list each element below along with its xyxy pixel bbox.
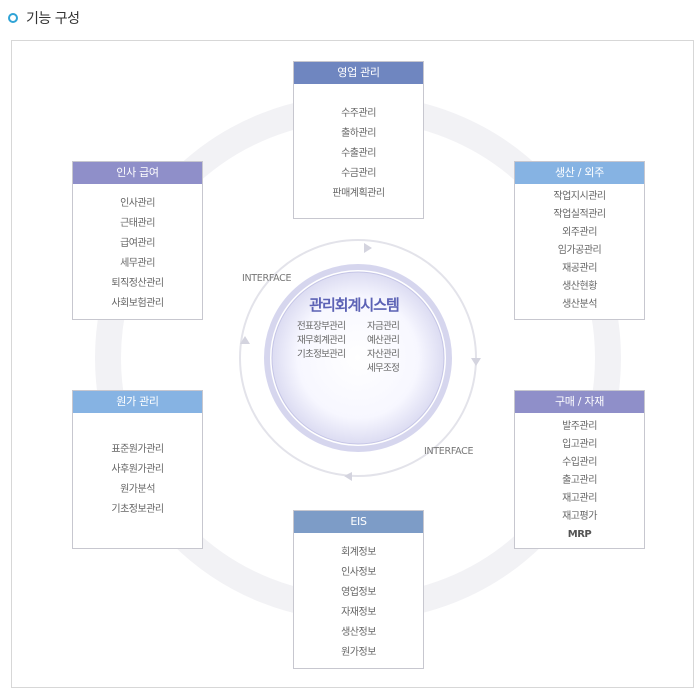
list-item: MRP: [567, 529, 592, 540]
list-item: 표준원가관리: [111, 444, 164, 455]
list-item: 원가분석: [120, 484, 155, 495]
list-item: 재공관리: [562, 263, 597, 274]
module-sales: 영업 관리 수주관리 출하관리 수출관리 수금관리 판매계획관리: [293, 61, 424, 219]
list-item: 근태관리: [120, 218, 155, 229]
center-item-spacer: [297, 362, 361, 376]
list-item: 사후원가관리: [111, 464, 164, 475]
center-item: 세무조정: [367, 363, 400, 374]
list-item: 발주관리: [562, 421, 597, 432]
list-item: 재고평가: [562, 511, 597, 522]
interface-label-top: INTERFACE: [242, 273, 292, 284]
list-item: 원가정보: [341, 647, 376, 658]
module-production: 생산 / 외주 작업지시관리 작업실적관리 외주관리 임가공관리 재공관리 생산…: [514, 161, 645, 320]
list-item: 판매계획관리: [332, 188, 385, 199]
list-item: 외주관리: [562, 227, 597, 238]
list-item: 생산정보: [341, 627, 376, 638]
module-title: 영업 관리: [294, 62, 423, 84]
center-item: 예산관리: [367, 335, 400, 346]
list-item: 퇴직정산관리: [111, 278, 164, 289]
list-item: 영업정보: [341, 587, 376, 598]
module-title: EIS: [294, 511, 423, 533]
center-system: 관리회계시스템 전표장부관리 자금관리 재무회계관리 예산관리 기초정보관리 자…: [292, 294, 416, 376]
center-item: 자금관리: [367, 321, 400, 332]
center-item: 기초정보관리: [297, 349, 346, 360]
module-eis: EIS 회계정보 인사정보 영업정보 자재정보 생산정보 원가정보: [293, 510, 424, 669]
list-item: 작업실적관리: [553, 209, 606, 220]
module-title: 인사 급여: [73, 162, 202, 184]
module-title: 구매 / 자재: [515, 391, 644, 413]
center-item: 재무회계관리: [297, 335, 346, 346]
module-hr: 인사 급여 인사관리 근태관리 급여관리 세무관리 퇴직정산관리 사회보험관리: [72, 161, 203, 320]
list-item: 재고관리: [562, 493, 597, 504]
list-item: 사회보험관리: [111, 298, 164, 309]
list-item: 수입관리: [562, 457, 597, 468]
list-item: 출고관리: [562, 475, 597, 486]
list-item: 인사관리: [120, 198, 155, 209]
list-item: 입고관리: [562, 439, 597, 450]
list-item: 수출관리: [341, 148, 376, 159]
arrow-bottom-icon: [344, 472, 352, 481]
list-item: 자재정보: [341, 607, 376, 618]
arrow-top-icon: [364, 243, 372, 253]
list-item: 급여관리: [120, 238, 155, 249]
center-title: 관리회계시스템: [309, 296, 400, 314]
module-title: 생산 / 외주: [515, 162, 644, 184]
section-header: 기능 구성: [8, 8, 80, 28]
section-title: 기능 구성: [26, 11, 80, 27]
list-item: 기초정보관리: [111, 504, 164, 515]
arrow-right-icon: [471, 358, 481, 366]
center-items: 전표장부관리 자금관리 재무회계관리 예산관리 기초정보관리 자산관리 세무조정: [292, 320, 416, 376]
center-item: 자산관리: [367, 349, 400, 360]
list-item: 출하관리: [341, 128, 376, 139]
module-cost: 원가 관리 표준원가관리 사후원가관리 원가분석 기초정보관리: [72, 390, 203, 549]
list-item: 세무관리: [120, 258, 155, 269]
module-purchase: 구매 / 자재 발주관리 입고관리 수입관리 출고관리 재고관리 재고평가 MR…: [514, 390, 645, 549]
list-item: 회계정보: [341, 547, 376, 558]
interface-label-bottom: INTERFACE: [424, 446, 474, 457]
inner-circle: [271, 271, 445, 445]
arrow-left-icon: [240, 336, 250, 344]
inner-circle-outline: [264, 264, 452, 452]
circle-bullet-icon: [8, 13, 18, 23]
list-item: 생산현황: [562, 281, 597, 292]
list-item: 수주관리: [341, 108, 376, 119]
center-item: 전표장부관리: [297, 321, 346, 332]
list-item: 생산분석: [562, 299, 597, 310]
list-item: 수금관리: [341, 168, 376, 179]
list-item: 인사정보: [341, 567, 376, 578]
list-item: 작업지시관리: [553, 191, 606, 202]
list-item: 임가공관리: [557, 245, 602, 256]
module-title: 원가 관리: [73, 391, 202, 413]
